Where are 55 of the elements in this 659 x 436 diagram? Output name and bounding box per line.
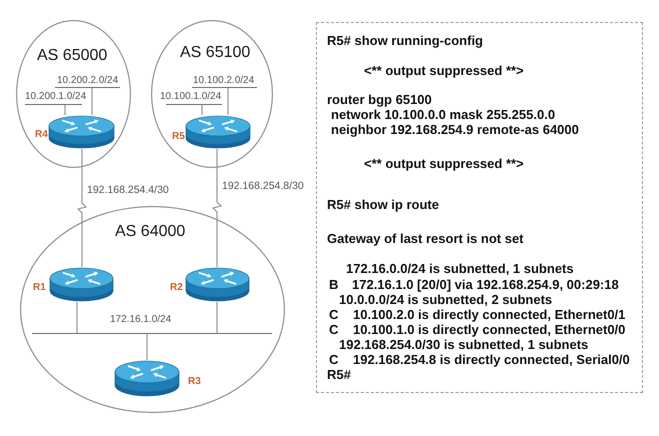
cli-output-line: 172.16.0.0/24 is subnetted, 1 subnets xyxy=(346,260,574,276)
route-code-letter: C xyxy=(329,352,338,366)
network-segment-line xyxy=(55,87,120,88)
router-icon xyxy=(114,360,180,397)
route-code-letter: B xyxy=(329,276,338,292)
ethernet-link-line xyxy=(76,302,78,334)
serial-link-line xyxy=(212,148,222,268)
as-boundary-ellipse xyxy=(20,206,285,413)
network-segment-line xyxy=(32,333,272,334)
ethernet-link-line xyxy=(64,104,66,116)
cli-output-line: R5# show ip route xyxy=(327,196,439,212)
subnet-label: 10.100.2.0/24 xyxy=(193,75,254,87)
cli-output-line: Gateway of last resort is not set xyxy=(327,230,524,246)
as-boundary-ellipse xyxy=(151,20,273,168)
cli-output-line: 172.16.1.0 [20/0] via 192.168.254.9, 00:29:18 xyxy=(352,276,619,292)
cli-output-line: R5# show running-config xyxy=(327,32,483,48)
as-boundary-ellipse xyxy=(16,20,131,168)
route-code-letter: C xyxy=(329,306,338,322)
cli-output-line: network 10.100.0.0 mask 255.255.0.0 xyxy=(331,106,556,122)
cli-output-line: <** output suppressed **> xyxy=(364,62,524,78)
as-number-label: AS 65100 xyxy=(180,44,250,62)
cli-output-line: neighbor 192.168.254.9 remote-as 64000 xyxy=(331,122,579,136)
as-number-label: AS 64000 xyxy=(115,223,186,241)
cli-output-line: R5# xyxy=(327,366,351,382)
subnet-label: 10.200.1.0/24 xyxy=(25,91,86,103)
router-icon xyxy=(185,267,250,302)
router-icon xyxy=(48,115,115,149)
cli-output-line: 10.0.0.0/24 is subnetted, 2 subnets xyxy=(339,292,552,306)
router-name-label: R3 xyxy=(188,376,201,388)
network-segment-line xyxy=(166,104,222,105)
router-name-label: R5 xyxy=(172,131,185,143)
route-code-letter: C xyxy=(329,322,338,336)
serial-link-line xyxy=(77,148,87,268)
router-icon xyxy=(49,267,114,302)
network-segment-line xyxy=(192,87,257,88)
ethernet-link-line xyxy=(146,334,148,360)
cli-output-line: 192.168.254.8 is directly connected, Serial0/0 xyxy=(353,352,630,366)
cli-output-line: router bgp 65100 xyxy=(327,92,432,106)
link-subnet-label: 192.168.254.8/30 xyxy=(221,180,305,192)
router-name-label: R2 xyxy=(170,282,183,294)
cli-output-line: <** output suppressed **> xyxy=(364,156,524,170)
router-name-label: R4 xyxy=(35,129,48,141)
subnet-label: 10.200.2.0/24 xyxy=(57,75,118,87)
subnet-label: 10.100.1.0/24 xyxy=(160,91,222,103)
cli-output-line: 192.168.254.0/30 is subnetted, 1 subnets xyxy=(339,336,588,352)
cli-output-line: 10.100.1.0 is directly connected, Ethernet0/0 xyxy=(353,322,626,336)
router-icon xyxy=(185,115,251,149)
as-number-label: AS 65000 xyxy=(37,47,108,65)
router-name-label: R1 xyxy=(33,282,46,294)
ethernet-link-line xyxy=(216,302,218,334)
cli-output-line: 10.100.2.0 is directly connected, Ethernet0/1 xyxy=(353,306,626,322)
network-segment-line xyxy=(25,104,82,105)
cli-output-panel xyxy=(316,22,643,393)
link-subnet-label: 192.168.254.4/30 xyxy=(86,184,170,196)
subnet-label: 172.16.1.0/24 xyxy=(110,314,172,326)
